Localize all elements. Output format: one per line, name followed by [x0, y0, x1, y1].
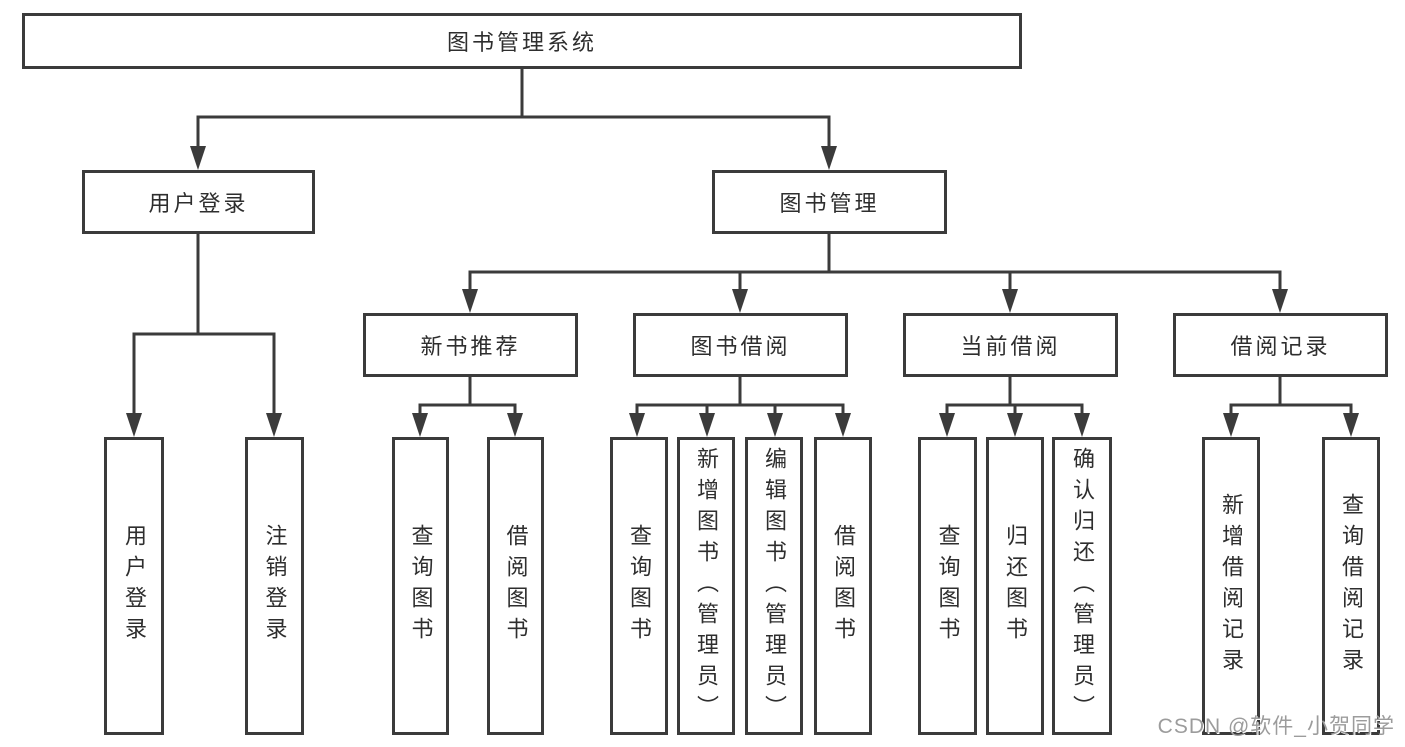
node-label: 注销登录: [262, 524, 288, 648]
node-recommend-borrow-book: 借阅图书: [487, 437, 544, 735]
node-label: 查询图书: [408, 524, 434, 648]
node-label: 查询图书: [935, 524, 961, 648]
node-user-login-action: 用户登录: [104, 437, 164, 735]
csdn-watermark: CSDN @软件_小贺同学: [1157, 715, 1395, 738]
node-edit-book-admin: 编辑图书（管理员）: [745, 437, 803, 735]
node-label: 用户登录: [122, 524, 147, 648]
node-borrow-query-book: 查询图书: [610, 437, 668, 735]
node-label: 借阅图书: [831, 524, 856, 648]
node-new-book-recommend: 新书推荐: [363, 313, 578, 377]
node-user-login: 用户登录: [82, 170, 315, 234]
node-add-book-admin: 新增图书（管理员）: [677, 437, 735, 735]
node-book-management: 图书管理: [712, 170, 947, 234]
node-label: 新增借阅记录: [1219, 493, 1244, 679]
node-label: 查询借阅记录: [1339, 493, 1364, 679]
arrowheads: [126, 146, 1359, 437]
node-current-borrow: 当前借阅: [903, 313, 1118, 377]
node-label: 确认归还（管理员）: [1070, 446, 1095, 726]
node-label: 编辑图书（管理员）: [762, 446, 787, 726]
node-logout: 注销登录: [245, 437, 304, 735]
node-current-query-book: 查询图书: [918, 437, 977, 735]
node-book-borrow: 图书借阅: [633, 313, 848, 377]
node-label: 新增图书（管理员）: [694, 446, 719, 726]
node-recommend-query-book: 查询图书: [392, 437, 449, 735]
node-root: 图书管理系统: [22, 13, 1022, 69]
node-label: 归还图书: [1003, 524, 1028, 648]
node-return-book: 归还图书: [986, 437, 1044, 735]
node-add-borrow-record: 新增借阅记录: [1202, 437, 1260, 735]
node-label: 借阅图书: [503, 524, 529, 648]
node-label: 查询图书: [627, 524, 652, 648]
node-borrow-records: 借阅记录: [1173, 313, 1388, 377]
node-borrow-book: 借阅图书: [814, 437, 872, 735]
node-confirm-return-admin: 确认归还（管理员）: [1052, 437, 1112, 735]
node-query-borrow-record: 查询借阅记录: [1322, 437, 1380, 735]
